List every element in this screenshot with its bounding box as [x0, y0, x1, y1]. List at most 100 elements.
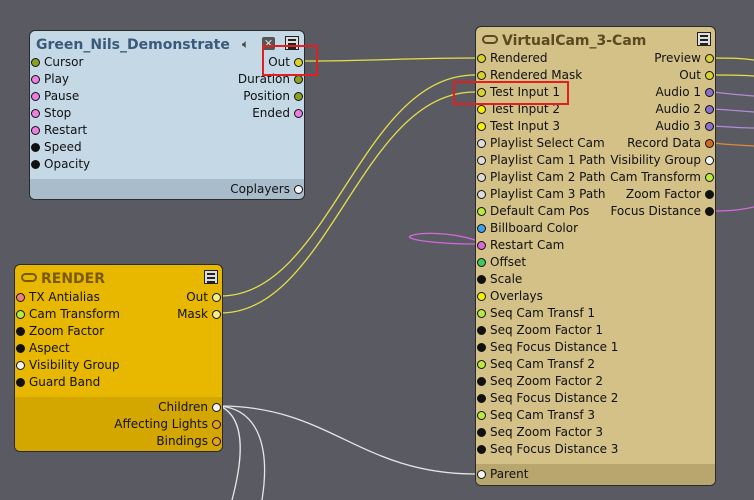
port-dot-icon[interactable] — [477, 105, 486, 114]
input-opacity[interactable]: Opacity — [30, 156, 90, 173]
input-offset[interactable]: Offset — [476, 254, 526, 271]
render-node[interactable]: RENDER TX Antialias Cam Transform Zoom F… — [14, 264, 223, 452]
port-dot-icon[interactable] — [705, 88, 714, 97]
output-cam-transform[interactable]: Cam Transform — [610, 169, 715, 186]
port-dot-icon[interactable] — [477, 275, 486, 284]
input-guard-band[interactable]: Guard Band — [15, 374, 100, 391]
port-dot-icon[interactable] — [705, 156, 714, 165]
input-seq-zoom-factor-1[interactable]: Seq Zoom Factor 1 — [476, 322, 603, 339]
port-dot-icon[interactable] — [705, 54, 714, 63]
port-dot-icon[interactable] — [705, 71, 714, 80]
port-dot-icon[interactable] — [477, 360, 486, 369]
port-dot-icon[interactable] — [477, 71, 486, 80]
port-dot-icon[interactable] — [477, 122, 486, 131]
port-dot-icon[interactable] — [477, 241, 486, 250]
port-dot-icon[interactable] — [477, 292, 486, 301]
wire-preview-out — [712, 57, 754, 61]
input-seq-focus-distance-1[interactable]: Seq Focus Distance 1 — [476, 339, 618, 356]
input-speed[interactable]: Speed — [30, 139, 82, 156]
speaker-icon[interactable]: 🔈︎ — [242, 37, 250, 51]
output-coplayers[interactable]: Coplayers — [230, 181, 304, 198]
input-seq-cam-transf-1[interactable]: Seq Cam Transf 1 — [476, 305, 595, 322]
output-bindings[interactable]: Bindings — [156, 433, 222, 450]
input-rendered-mask[interactable]: Rendered Mask — [476, 67, 582, 84]
output-zoom-factor[interactable]: Zoom Factor — [626, 186, 715, 203]
input-test-input-1[interactable]: Test Input 1 — [476, 84, 560, 101]
green-nils-node[interactable]: Green_Nils_Demonstrate 🔈︎ ✕ Cursor Play … — [29, 30, 305, 200]
input-tx-antialias[interactable]: TX Antialias — [15, 289, 100, 306]
output-ended[interactable]: Ended — [252, 105, 304, 122]
input-test-input-3[interactable]: Test Input 3 — [476, 118, 560, 135]
input-seq-focus-distance-3[interactable]: Seq Focus Distance 3 — [476, 441, 618, 458]
port-dot-icon[interactable] — [705, 190, 714, 199]
port-dot-icon[interactable] — [477, 207, 486, 216]
port-dot-icon[interactable] — [705, 122, 714, 131]
output-record-data[interactable]: Record Data — [627, 135, 715, 152]
output-audio-2[interactable]: Audio 2 — [655, 101, 715, 118]
input-default-cam-pos[interactable]: Default Cam Pos — [476, 203, 589, 220]
port-dot-icon[interactable] — [477, 428, 486, 437]
input-zoom-factor[interactable]: Zoom Factor — [15, 323, 104, 340]
input-seq-cam-transf-3[interactable]: Seq Cam Transf 3 — [476, 407, 595, 424]
input-billboard-color[interactable]: Billboard Color — [476, 220, 578, 237]
input-playlist-cam-2-path[interactable]: Playlist Cam 2 Path — [476, 169, 606, 186]
port-dot-icon[interactable] — [477, 326, 486, 335]
input-cam-transform[interactable]: Cam Transform — [15, 306, 120, 323]
input-seq-zoom-factor-2[interactable]: Seq Zoom Factor 2 — [476, 373, 603, 390]
input-rendered[interactable]: Rendered — [476, 50, 547, 67]
output-affecting-lights[interactable]: Affecting Lights — [114, 416, 222, 433]
port-dot-icon[interactable] — [477, 190, 486, 199]
port-dot-icon[interactable] — [477, 54, 486, 63]
input-pause[interactable]: Pause — [30, 88, 79, 105]
input-playlist-cam-1-path[interactable]: Playlist Cam 1 Path — [476, 152, 606, 169]
input-restart[interactable]: Restart — [30, 122, 87, 139]
port-dot-icon[interactable] — [477, 139, 486, 148]
input-seq-cam-transf-2[interactable]: Seq Cam Transf 2 — [476, 356, 595, 373]
output-render-out[interactable]: Out — [186, 289, 222, 306]
output-position[interactable]: Position — [243, 88, 304, 105]
output-out[interactable]: Out — [679, 67, 715, 84]
input-seq-focus-distance-2[interactable]: Seq Focus Distance 2 — [476, 390, 618, 407]
port-dot-icon[interactable] — [705, 207, 714, 216]
port-dot-icon[interactable] — [705, 173, 714, 182]
input-cursor[interactable]: Cursor — [30, 54, 83, 71]
input-playlist-select-cam[interactable]: Playlist Select Cam — [476, 135, 605, 152]
output-focus-distance[interactable]: Focus Distance — [610, 203, 715, 220]
port-dot-icon[interactable] — [705, 139, 714, 148]
input-aspect[interactable]: Aspect — [15, 340, 70, 357]
port-dot-icon[interactable] — [477, 258, 486, 267]
input-scale[interactable]: Scale — [476, 271, 522, 288]
port-dot-icon[interactable] — [477, 224, 486, 233]
port-dot-icon[interactable] — [705, 105, 714, 114]
wire-children-down-2 — [219, 405, 241, 500]
port-dot-icon[interactable] — [477, 88, 486, 97]
output-render-mask[interactable]: Mask — [177, 306, 222, 323]
menu-icon[interactable] — [204, 270, 218, 284]
output-audio-1[interactable]: Audio 1 — [655, 84, 715, 101]
input-seq-zoom-factor-3[interactable]: Seq Zoom Factor 3 — [476, 424, 603, 441]
output-visibility-group[interactable]: Visibility Group — [610, 152, 715, 169]
input-visibility-group[interactable]: Visibility Group — [15, 357, 120, 374]
menu-icon[interactable] — [697, 32, 711, 46]
output-preview[interactable]: Preview — [654, 50, 715, 67]
port-dot-icon[interactable] — [477, 173, 486, 182]
input-stop[interactable]: Stop — [30, 105, 71, 122]
port-dot-icon[interactable] — [477, 343, 486, 352]
input-play[interactable]: Play — [30, 71, 69, 88]
input-parent[interactable]: Parent — [476, 466, 528, 483]
output-out[interactable]: Out — [268, 54, 304, 71]
port-dot-icon[interactable] — [477, 377, 486, 386]
input-restart-cam[interactable]: Restart Cam — [476, 237, 564, 254]
input-overlays[interactable]: Overlays — [476, 288, 543, 305]
port-dot-icon[interactable] — [477, 394, 486, 403]
input-test-input-2[interactable]: Test Input 2 — [476, 101, 560, 118]
input-playlist-cam-3-path[interactable]: Playlist Cam 3 Path — [476, 186, 606, 203]
output-audio-3[interactable]: Audio 3 — [655, 118, 715, 135]
port-dot-icon[interactable] — [477, 156, 486, 165]
wire-audio-2-out — [712, 108, 754, 113]
output-children[interactable]: Children — [158, 399, 222, 416]
port-dot-icon[interactable] — [477, 309, 486, 318]
port-dot-icon[interactable] — [477, 445, 486, 454]
port-dot-icon[interactable] — [477, 411, 486, 420]
